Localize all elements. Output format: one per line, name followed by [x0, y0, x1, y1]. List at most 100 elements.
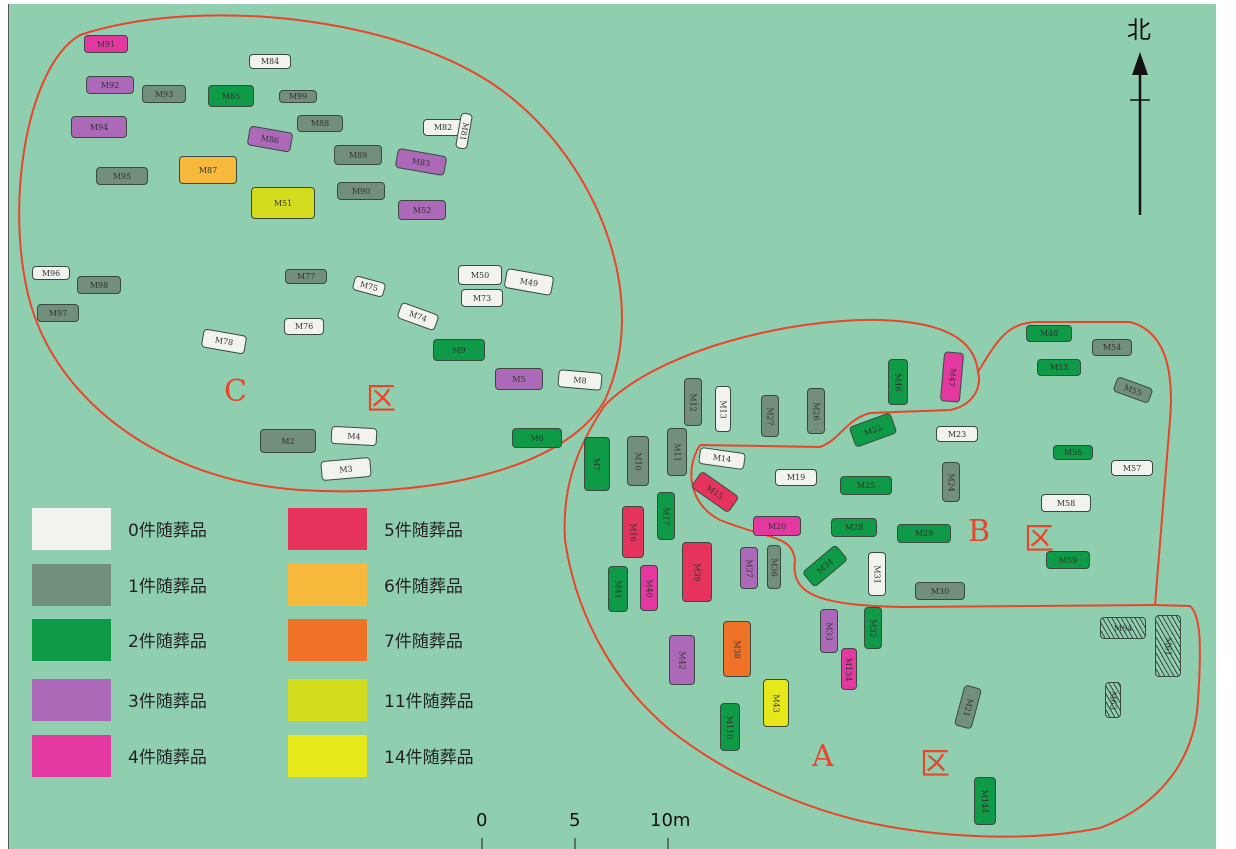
region-a-suffix: 区	[920, 747, 950, 782]
tomb-label: M32	[868, 618, 878, 638]
tomb-label: M3	[338, 463, 354, 475]
tomb-label: M31	[872, 564, 882, 584]
tomb-m33: M33	[820, 609, 838, 653]
tomb-m16: M16	[622, 506, 644, 558]
tomb-m89: M89	[334, 145, 382, 165]
tomb-label: M51	[273, 198, 293, 208]
legend-swatch	[32, 508, 111, 550]
legend-label: 1件随葬品	[128, 577, 207, 597]
region-c-suffix: 区	[366, 382, 396, 417]
tomb-label: M54	[1102, 342, 1122, 352]
tomb-m27: M27	[761, 395, 779, 437]
tomb-label: M20	[767, 521, 787, 531]
tomb-m56: M56	[1053, 444, 1093, 460]
tomb-label: M57	[1122, 463, 1142, 473]
region-a-boundary	[563, 318, 1201, 838]
tomb-label: M33	[824, 621, 834, 641]
tomb-m90: M90	[337, 182, 385, 200]
tomb-label: M61	[1163, 636, 1173, 656]
region-c-boundary	[18, 14, 623, 493]
tomb-m144: M144	[974, 777, 996, 825]
tomb-label: M134	[844, 657, 854, 681]
tomb-label: M8	[572, 374, 588, 386]
tomb-m64: M64	[1100, 617, 1146, 639]
tomb-label: M25	[856, 480, 876, 490]
tomb-m57: M57	[1111, 460, 1153, 476]
tomb-label: M41	[613, 579, 623, 599]
legend-swatch	[32, 679, 111, 721]
tomb-m54: M54	[1092, 338, 1132, 356]
tomb-label: M58	[1056, 498, 1076, 508]
tomb-label: M17	[661, 506, 671, 526]
tomb-m88: M88	[297, 114, 343, 132]
tomb-label: M74	[407, 308, 429, 324]
tomb-label: M37	[744, 558, 754, 578]
tomb-label: M91	[96, 39, 116, 49]
tomb-m9: M9	[433, 339, 485, 361]
tomb-m87: M87	[179, 156, 237, 184]
tomb-label: M30	[930, 586, 950, 596]
tomb-m99: M99	[279, 89, 317, 103]
legend-label: 6件随葬品	[384, 577, 463, 597]
tomb-m84: M84	[249, 53, 291, 69]
tomb-label: M52	[412, 205, 432, 215]
tomb-label: M19	[786, 472, 806, 482]
legend-swatch	[288, 679, 367, 721]
scale-label-10m: 10m	[650, 810, 691, 831]
tomb-label: M86	[260, 132, 280, 146]
tomb-m91: M91	[84, 35, 128, 53]
tomb-label: M47	[946, 367, 958, 387]
tomb-label: M48	[1039, 328, 1059, 338]
tomb-m10: M10	[627, 436, 649, 486]
tomb-label: M87	[198, 165, 218, 175]
tomb-m19: M19	[775, 468, 817, 486]
tomb-m76: M76	[284, 317, 324, 335]
tomb-label: M84	[260, 56, 280, 66]
tomb-label: M46	[893, 372, 903, 392]
tomb-label: M64	[1113, 623, 1133, 633]
tomb-label: M28	[844, 522, 864, 532]
scale-bar	[481, 838, 669, 849]
tomb-m48: M48	[1026, 324, 1072, 342]
tomb-label: M88	[310, 118, 330, 128]
legend-swatch	[288, 564, 367, 606]
tomb-m134: M134	[841, 648, 857, 690]
tomb-m41: M41	[608, 566, 628, 612]
tomb-label: M75	[358, 279, 380, 293]
tomb-label: M63	[1108, 690, 1118, 710]
tomb-label: M9	[452, 345, 466, 355]
tomb-label: M38	[732, 639, 742, 659]
tomb-m52: M52	[398, 200, 446, 220]
tomb-m11: M11	[667, 428, 687, 476]
tomb-label: M78	[214, 334, 234, 348]
tomb-m37: M37	[740, 547, 758, 589]
tomb-label: M83	[411, 155, 431, 169]
tomb-m26: M26	[807, 388, 825, 434]
tomb-m28: M28	[831, 517, 877, 537]
tomb-m51: M51	[251, 187, 315, 219]
tomb-label: M93	[154, 89, 174, 99]
tomb-label: M10	[633, 451, 643, 471]
tomb-m30: M30	[915, 582, 965, 600]
tomb-label: M36	[769, 557, 779, 577]
legend-swatch	[288, 508, 367, 550]
tomb-m96: M96	[32, 266, 70, 280]
tomb-label: M56	[1063, 447, 1083, 457]
tomb-label: M85	[221, 91, 241, 101]
region-a-letter: A	[812, 739, 834, 774]
north-arrow	[1130, 52, 1150, 215]
legend-label: 14件随葬品	[384, 748, 474, 768]
tomb-label: M90	[351, 186, 371, 196]
tomb-label: M73	[472, 293, 492, 303]
tomb-label: M94	[89, 122, 109, 132]
tomb-m13: M13	[715, 386, 731, 432]
tomb-m43: M43	[763, 679, 789, 727]
tomb-label: M2	[281, 436, 295, 446]
tomb-label: M81	[457, 121, 471, 141]
tomb-m25: M25	[840, 475, 892, 495]
tomb-label: M39	[692, 562, 702, 582]
legend-label: 11件随葬品	[384, 692, 474, 712]
legend-swatch	[32, 564, 111, 606]
region-b-suffix: 区	[1024, 522, 1054, 557]
tomb-m61: M61	[1155, 615, 1181, 677]
